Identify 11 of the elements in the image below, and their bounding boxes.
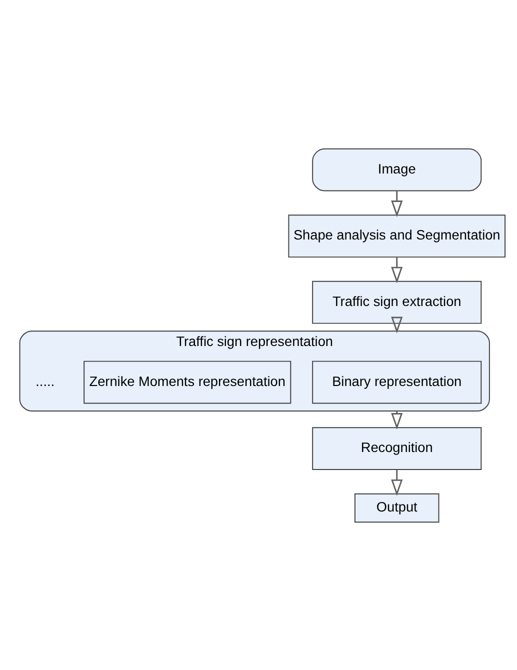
- node-box: Recognition: [312, 426, 482, 470]
- arrow: [391, 190, 403, 217]
- arrow: [391, 469, 403, 496]
- label: .....: [36, 373, 55, 388]
- node-box: Zernike Moments representation: [84, 360, 292, 404]
- node-box: Output: [354, 492, 440, 522]
- node-box: Image: [312, 148, 482, 191]
- arrow: [391, 316, 403, 333]
- node-box: Binary representation: [312, 360, 482, 404]
- arrow: [391, 256, 403, 283]
- node-box: Shape analysis and Segmentation: [288, 214, 506, 258]
